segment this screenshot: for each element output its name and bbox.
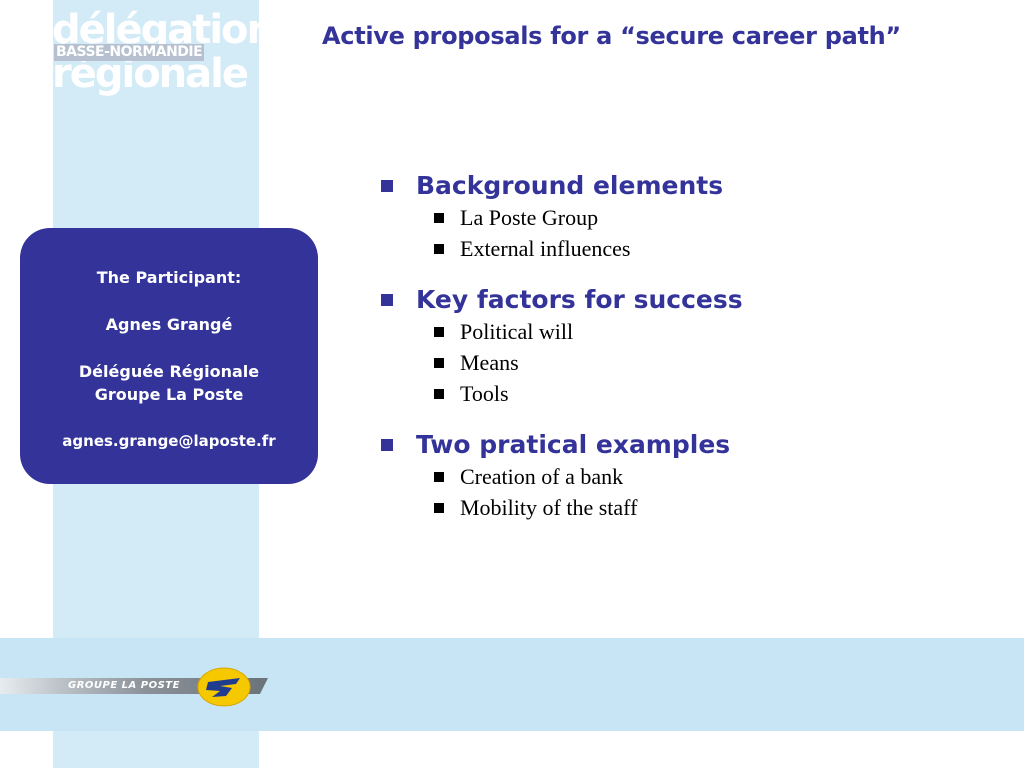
list-item: Mobility of the staff xyxy=(378,492,1018,523)
participant-email: agnes.grange@laposte.fr xyxy=(62,432,276,450)
bullet-list: Background elements La Poste Group Exter… xyxy=(378,170,1018,543)
section-heading: Key factors for success xyxy=(378,284,1018,316)
delegation-logo: délégation régionale BASSE-NORMANDIE xyxy=(50,7,275,97)
logo-brand-text: GROUPE LA POSTE xyxy=(68,680,180,691)
list-item: Tools xyxy=(378,378,1018,409)
list-item: Means xyxy=(378,347,1018,378)
participant-heading: The Participant: xyxy=(96,268,242,287)
section-key-factors: Key factors for success Political will M… xyxy=(378,284,1018,409)
slide-title: Active proposals for a “secure career pa… xyxy=(322,22,901,50)
bullet-square-icon xyxy=(434,389,444,399)
participant-role: Déléguée Régionale xyxy=(78,362,260,381)
participant-card: The Participant: Agnes Grangé Déléguée R… xyxy=(20,228,318,484)
bullet-square-icon xyxy=(381,439,393,451)
participant-org: Groupe La Poste xyxy=(94,385,244,404)
bullet-square-icon xyxy=(381,180,393,192)
la-poste-bird-icon xyxy=(197,667,251,707)
list-item: Political will xyxy=(378,316,1018,347)
bullet-square-icon xyxy=(434,244,444,254)
bullet-square-icon xyxy=(434,213,444,223)
list-item: La Poste Group xyxy=(378,202,1018,233)
list-item: External influences xyxy=(378,233,1018,264)
list-item: Creation of a bank xyxy=(378,461,1018,492)
bullet-square-icon xyxy=(434,327,444,337)
bullet-square-icon xyxy=(434,472,444,482)
participant-name: Agnes Grangé xyxy=(105,315,233,334)
section-heading: Background elements xyxy=(378,170,1018,202)
section-examples: Two pratical examples Creation of a bank… xyxy=(378,429,1018,523)
bullet-square-icon xyxy=(381,294,393,306)
section-background: Background elements La Poste Group Exter… xyxy=(378,170,1018,264)
bullet-square-icon xyxy=(434,358,444,368)
section-heading: Two pratical examples xyxy=(378,429,1018,461)
bullet-square-icon xyxy=(434,503,444,513)
logo-line-2: BASSE-NORMANDIE xyxy=(54,44,205,61)
